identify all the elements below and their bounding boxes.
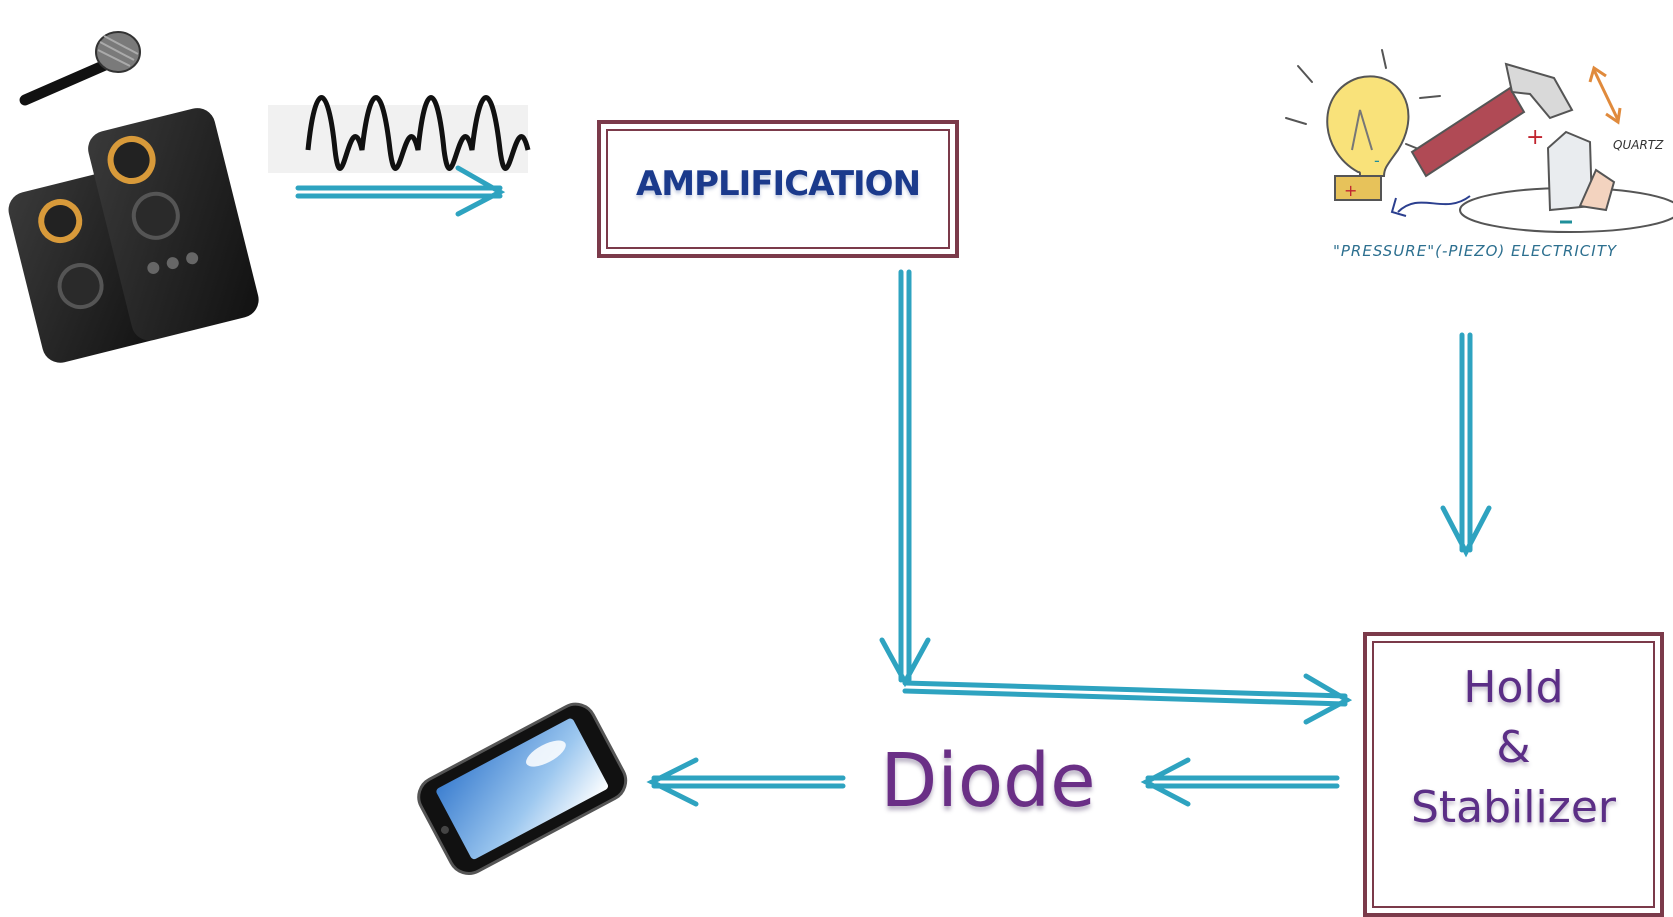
arrow-to-hold-stabilizer: [902, 673, 1353, 725]
svg-text:+: +: [1344, 181, 1357, 200]
hold-stabilizer-box: Hold & Stabilizer: [1363, 632, 1664, 917]
hold-stabilizer-box-inner-border: [1372, 641, 1655, 908]
arrow-amplification-down: [879, 269, 931, 688]
hold-label-line: &: [1496, 722, 1531, 773]
svg-text:+: +: [1526, 125, 1544, 150]
piezo-caption: "PRESSURE"(-PIEZO) ELECTRICITY: [1332, 242, 1618, 260]
hammer-icon: [1410, 62, 1622, 178]
light-bulb-icon: - +: [1285, 49, 1441, 201]
smartphone-icon: [417, 702, 628, 875]
hold-label-line: Hold: [1463, 662, 1564, 713]
hold-stabilizer-label: Hold & Stabilizer: [1367, 658, 1660, 838]
diode-label: Diode: [880, 738, 1096, 824]
quartz-label: QUARTZ: [1613, 138, 1664, 152]
arrow-hold-to-diode: [1140, 757, 1340, 807]
hold-label-line: Stabilizer: [1410, 782, 1616, 833]
speakers-icon: [8, 108, 259, 363]
svg-text:-: -: [1374, 151, 1380, 170]
amplification-box: AMPLIFICATION: [597, 120, 959, 258]
quartz-crystal-icon: +: [1390, 125, 1673, 233]
amplification-label: AMPLIFICATION: [635, 164, 921, 204]
arrow-diode-to-phone: [646, 757, 846, 807]
microphone-icon: [19, 31, 141, 106]
amplification-box-inner-border: [606, 129, 950, 249]
sine-wave-icon: [268, 95, 531, 173]
arrow-piezo-down: [1440, 332, 1492, 558]
arrow-input-to-amplification: [295, 165, 506, 217]
